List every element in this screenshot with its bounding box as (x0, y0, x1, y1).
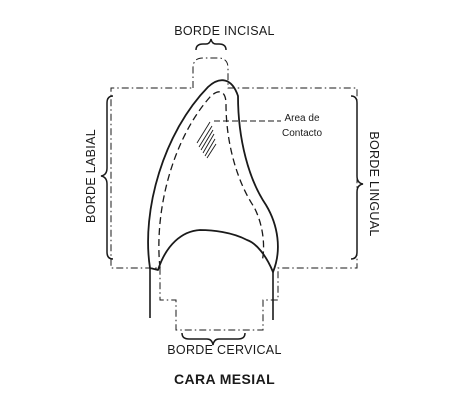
label-borde-lingual: BORDE LINGUAL (367, 131, 381, 237)
label-borde-cervical: BORDE CERVICAL (167, 343, 282, 357)
contact-area-hatch (196, 121, 217, 159)
label-area-de-contacto: Area de Contacto (282, 111, 322, 141)
brace-right (350, 95, 364, 260)
label-area-de-contacto-line2: Contacto (282, 128, 323, 139)
brace-bottom (181, 332, 246, 346)
label-borde-labial: BORDE LABIAL (84, 129, 98, 223)
crown-inner-dashed-outline (158, 91, 265, 269)
brace-left (100, 95, 114, 260)
crown-outline (147, 79, 279, 273)
brace-top (195, 38, 227, 51)
diagram-title: CARA MESIAL (173, 371, 276, 387)
label-borde-incisal: BORDE INCISAL (174, 24, 275, 38)
crown-bounding-outline (110, 57, 358, 331)
label-area-de-contacto-line1: Area de (284, 113, 320, 124)
